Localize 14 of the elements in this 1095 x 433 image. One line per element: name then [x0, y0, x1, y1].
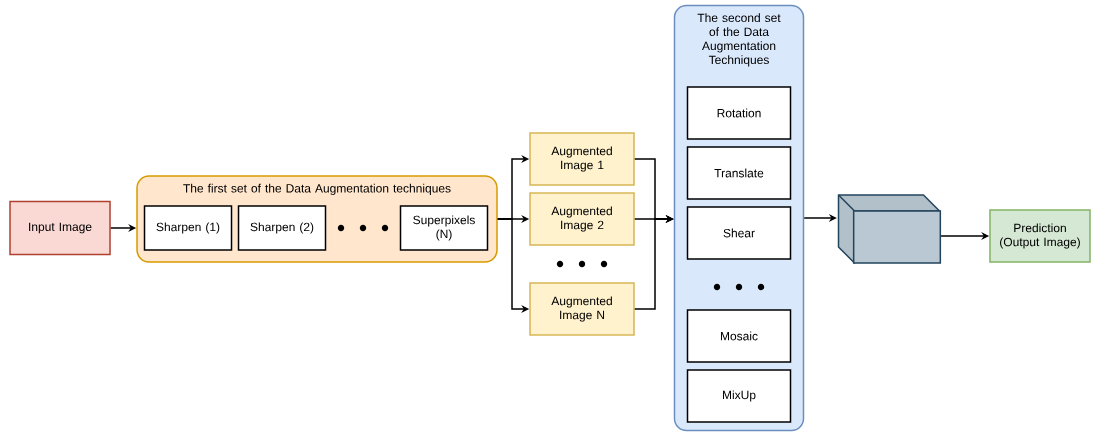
process-box: Input Image — [9, 200, 111, 256]
process-box: Augmented Image 1 — [529, 132, 635, 186]
technique-box: MixUp — [686, 369, 792, 423]
technique-box: Sharpen (1) — [143, 205, 233, 251]
technique-box: Mosaic — [686, 309, 792, 363]
process-box: Augmented Image N — [529, 282, 635, 336]
technique-box: Shear — [686, 206, 792, 260]
process-box: Augmented Image 2 — [529, 192, 635, 246]
technique-box: Sharpen (2) — [237, 205, 327, 251]
technique-box: Translate — [686, 146, 792, 200]
process-box: Prediction (Output Image) — [989, 209, 1091, 263]
technique-box: Rotation — [686, 86, 792, 140]
technique-box: Superpixels (N) — [399, 205, 489, 251]
cube-drawing — [837, 194, 942, 264]
